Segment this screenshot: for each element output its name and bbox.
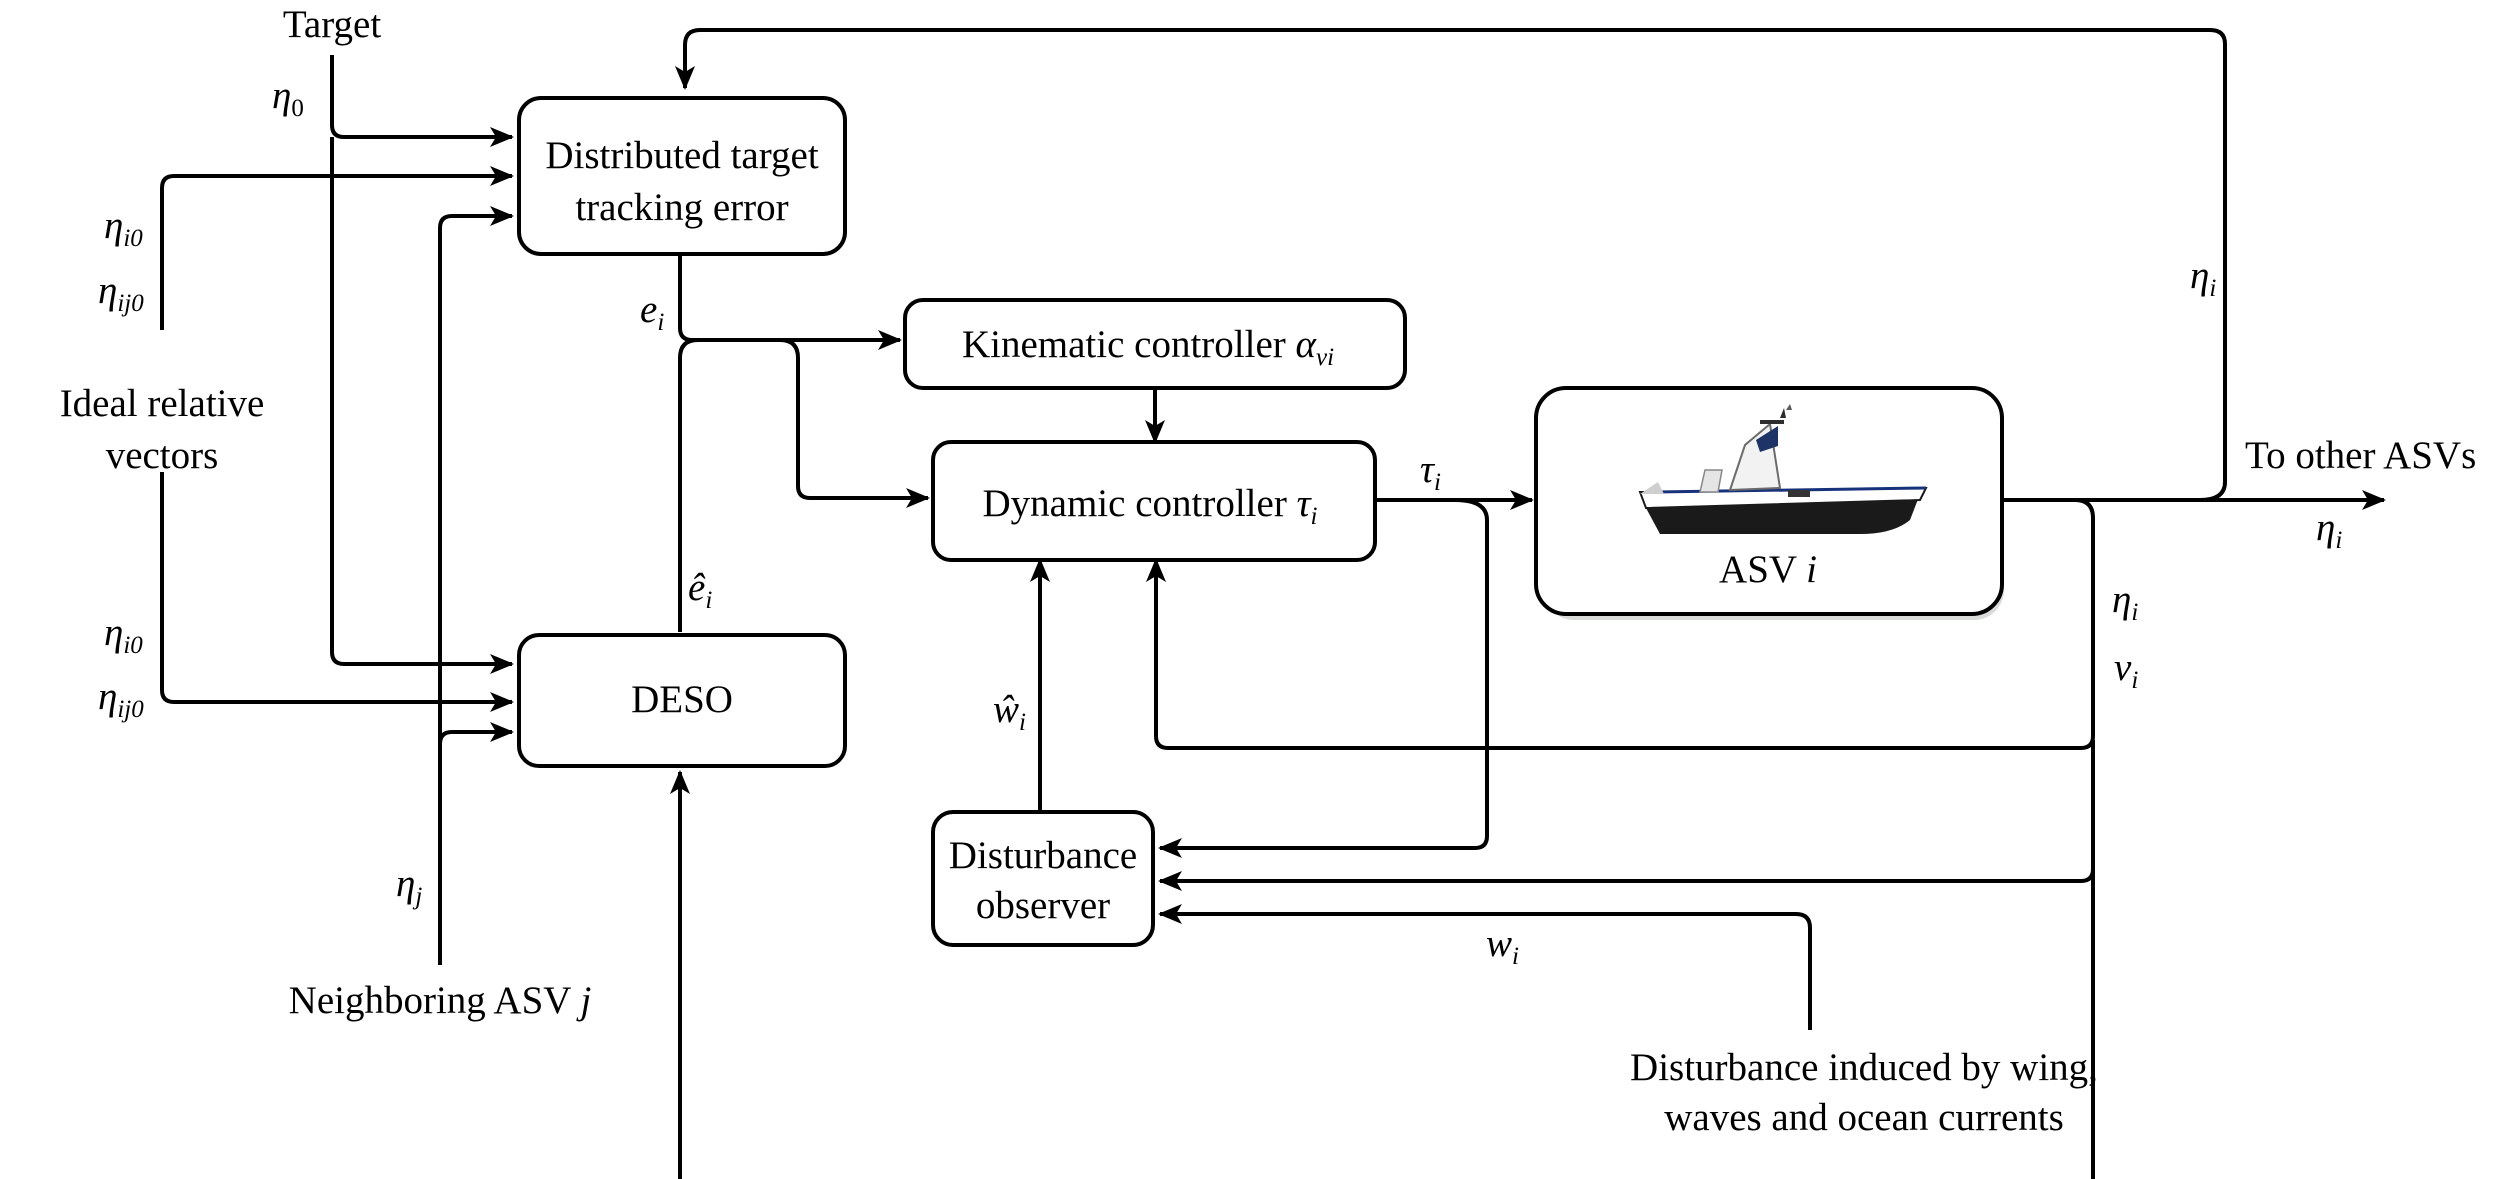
wire-disturbance-to-observer	[1158, 904, 1812, 1030]
w-hat-i-subscript: i	[1019, 709, 1026, 736]
wire-ideal-to-deso	[160, 472, 514, 712]
disturbance-line2: waves and ocean currents	[1664, 1096, 2064, 1139]
block-asv: ASV i	[1534, 386, 2004, 620]
svg-text:ηi: ηi	[2316, 506, 2342, 554]
eta-i0-upper-subscript: i0	[123, 225, 143, 252]
dynamic-label: Dynamic controller	[983, 482, 1297, 525]
target-label: Target	[283, 3, 382, 46]
eta-i-output-symbol: η	[2316, 506, 2335, 549]
wire-tau-to-observer	[1158, 498, 1489, 858]
block-kinematic-controller: Kinematic controller αvi	[903, 298, 1407, 390]
svg-text:ηij0: ηij0	[98, 269, 144, 317]
svg-text:wi: wi	[1486, 922, 1519, 970]
eta0-subscript: 0	[291, 95, 304, 122]
wire-target-to-deso	[330, 137, 514, 674]
disturbance-line1: Disturbance induced by wing,	[1630, 1046, 2098, 1089]
svg-text:τi: τi	[1420, 448, 1441, 496]
observer-line2: observer	[976, 884, 1110, 927]
wire-neighbor-to-tracking	[438, 206, 514, 965]
kinematic-label: Kinematic controller	[962, 323, 1296, 366]
nu-i-symbol: ν	[2114, 646, 2132, 689]
asv-label: ASV	[1719, 548, 1806, 591]
block-tracking-error: Distributed target tracking error	[517, 96, 847, 256]
signal-wires	[160, 28, 2386, 1179]
wire-error-to-kinematic	[678, 254, 902, 350]
wire-state-feedback-dynamic	[1146, 498, 2095, 750]
block-disturbance-observer: Disturbance observer	[931, 810, 1155, 947]
observer-line1: Disturbance	[949, 834, 1137, 877]
tau-i-symbol: τ	[1420, 448, 1436, 491]
wire-neighbor-to-deso	[438, 722, 514, 745]
eta-j-subscript: j	[412, 883, 422, 910]
svg-text:ηi0: ηi0	[104, 611, 143, 659]
svg-text:Kinematic controller αvi: Kinematic controller αvi	[962, 323, 1334, 371]
eta-i-feedback-symbol: η	[2190, 254, 2209, 297]
e-hat-i-subscript: i	[705, 587, 712, 614]
wire-state-to-observer	[1158, 740, 2095, 891]
eta0-symbol: η	[272, 74, 291, 117]
nu-i-subscript: i	[2131, 667, 2138, 694]
eta-ij0-lower-symbol: η	[98, 675, 117, 718]
eta-ij0-lower-subscript: ij0	[117, 696, 144, 723]
svg-text:η0: η0	[272, 74, 304, 122]
svg-text:êi: êi	[688, 566, 712, 614]
svg-text:ASV i: ASV i	[1719, 548, 1817, 591]
svg-text:ηij0: ηij0	[98, 675, 144, 723]
eta-i-output-subscript: i	[2335, 527, 2342, 554]
svg-text:ηi0: ηi0	[104, 204, 143, 252]
deso-label: DESO	[631, 678, 733, 721]
tau-symbol: τ	[1297, 482, 1313, 525]
eta-ij0-upper-symbol: η	[98, 269, 117, 312]
w-hat-i-symbol: ŵ	[993, 688, 1019, 731]
tracking-error-line1: Distributed target	[545, 134, 818, 177]
w-i-symbol: w	[1486, 922, 1512, 965]
svg-text:ei: ei	[640, 288, 664, 336]
ideal-vectors-line1: Ideal relative	[60, 382, 265, 425]
wire-bus-to-dynamic	[779, 338, 930, 508]
to-other-asvs-label: To other ASVs	[2245, 434, 2476, 477]
eta-j-symbol: η	[396, 862, 415, 905]
alpha-subscript: vi	[1316, 344, 1334, 371]
eta-i0-lower-symbol: η	[104, 611, 123, 654]
tau-i-subscript: i	[1434, 469, 1441, 496]
eta-i-state-subscript: i	[2131, 599, 2138, 626]
svg-text:Neighboring ASV j: Neighboring ASV j	[289, 979, 592, 1022]
block-dynamic-controller: Dynamic controller τi	[931, 440, 1377, 562]
svg-text:Dynamic controller τi: Dynamic controller τi	[983, 482, 1318, 530]
wire-ideal-to-tracking	[160, 166, 514, 330]
eta-ij0-upper-subscript: ij0	[117, 290, 144, 317]
e-i-subscript: i	[657, 309, 664, 336]
w-i-subscript: i	[1512, 943, 1519, 970]
tracking-error-line2: tracking error	[575, 186, 788, 229]
eta-i-state-symbol: η	[2112, 578, 2131, 621]
e-hat-i-symbol: ê	[688, 566, 706, 609]
svg-text:ηi: ηi	[2190, 254, 2216, 302]
svg-text:ŵi: ŵi	[993, 688, 1026, 736]
asv-index: i	[1806, 548, 1817, 591]
e-i-symbol: e	[640, 288, 657, 331]
svg-text:ηj: ηj	[396, 862, 422, 910]
eta-i-feedback-subscript: i	[2209, 275, 2216, 302]
alpha-symbol: α	[1296, 323, 1318, 366]
eta-i0-upper-symbol: η	[104, 204, 123, 247]
wire-deso-to-bus	[678, 338, 699, 632]
wire-feedback-to-tracking	[675, 28, 2227, 502]
eta-i0-lower-subscript: i0	[123, 632, 143, 659]
boat-image	[1638, 404, 1928, 534]
svg-text:ηi: ηi	[2112, 578, 2138, 626]
block-deso: DESO	[517, 633, 847, 768]
wire-target-to-tracking	[330, 55, 514, 147]
ideal-vectors-line2: vectors	[106, 434, 219, 477]
tau-subscript: i	[1311, 503, 1318, 530]
neighbor-label: Neighboring ASV	[289, 979, 581, 1022]
svg-text:νi: νi	[2114, 646, 2138, 694]
